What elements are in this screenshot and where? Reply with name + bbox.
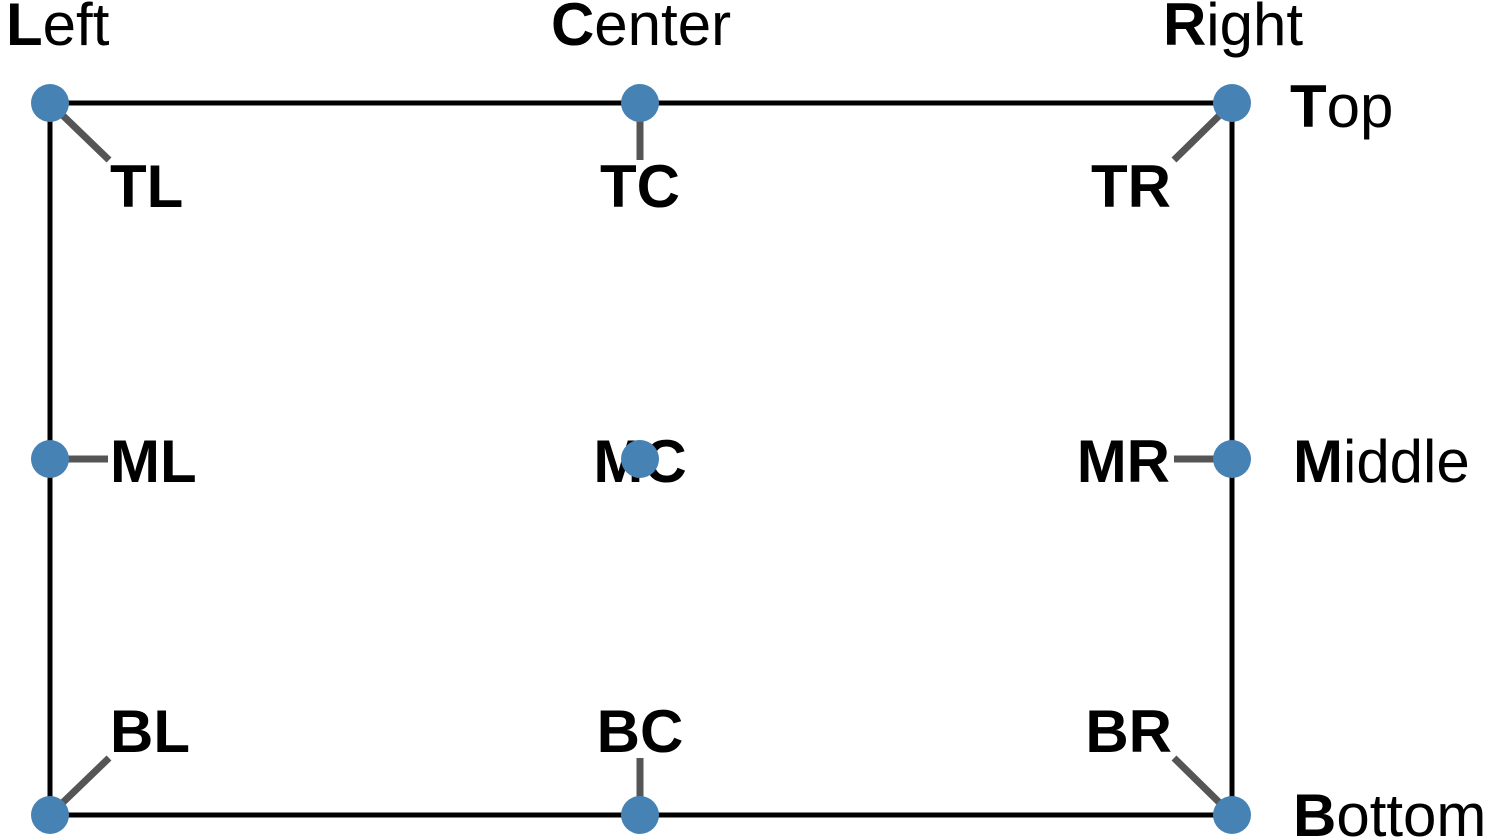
edge-label-left: Left (6, 0, 109, 55)
anchor-point-bc (621, 796, 659, 834)
leader-line-tr (1171, 103, 1232, 163)
edge-label-center-rest: enter (594, 0, 732, 58)
edge-label-right-rest: ight (1206, 0, 1304, 58)
edge-label-right-initial: R (1162, 0, 1207, 58)
edge-label-top: Top (1290, 77, 1393, 137)
anchor-label-tr: TR (1091, 153, 1171, 220)
leader-line-tl (50, 103, 112, 163)
anchor-label-br: BR (1085, 698, 1172, 765)
edge-label-middle: Middle (1293, 432, 1470, 492)
edge-label-bottom-initial: B (1293, 782, 1337, 839)
anchor-label-bl: BL (110, 698, 190, 765)
edge-label-center-initial: C (550, 0, 595, 58)
edge-label-center: Center (551, 0, 731, 55)
anchor-label-ml: ML (110, 428, 197, 495)
edge-label-bottom-rest: ottom (1336, 782, 1487, 839)
anchor-point-tl (31, 84, 69, 122)
anchor-label-bc: BC (596, 698, 684, 765)
anchor-label-tl: TL (110, 153, 184, 220)
anchor-point-mr (1213, 440, 1251, 478)
anchor-point-ml (31, 440, 69, 478)
leader-line-br (1171, 755, 1232, 815)
edge-label-middle-initial: M (1293, 428, 1343, 495)
edge-label-top-initial: T (1290, 73, 1327, 140)
anchor-label-mr: MR (1076, 428, 1170, 495)
anchor-point-tc (621, 84, 659, 122)
leader-line-bl (50, 755, 112, 815)
edge-label-bottom: Bottom (1293, 786, 1486, 839)
anchor-label-mc: MC (593, 428, 687, 495)
edge-label-left-initial: L (6, 0, 43, 58)
edge-label-left-rest: eft (42, 0, 110, 58)
edge-label-right: Right (1163, 0, 1303, 55)
anchor-label-tc: TC (600, 153, 680, 220)
edge-label-top-rest: op (1326, 73, 1394, 140)
anchor-point-br (1213, 796, 1251, 834)
anchor-point-bl (31, 796, 69, 834)
edge-label-middle-rest: iddle (1342, 428, 1470, 495)
anchor-point-tr (1213, 84, 1251, 122)
